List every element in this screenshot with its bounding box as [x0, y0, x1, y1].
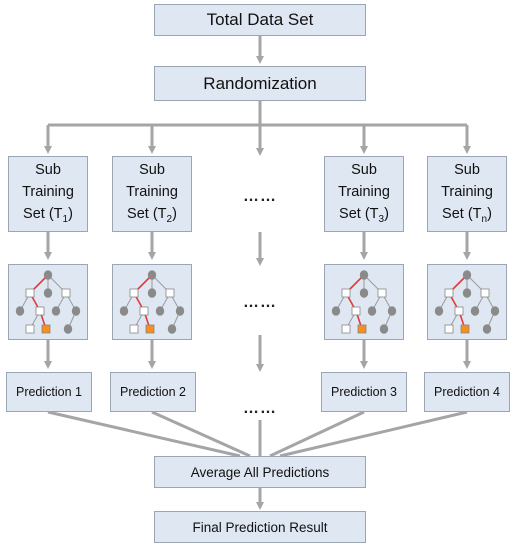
tree-node-split	[129, 324, 139, 334]
tree-node-leaf	[490, 306, 500, 316]
sub-training-set-3: Sub Training Set (T3)	[324, 156, 404, 232]
converge-line-1	[47, 410, 241, 458]
ellipsis-subsets: ……	[243, 188, 277, 205]
tree-node-split	[341, 324, 351, 334]
decision-tree-box-4	[427, 264, 507, 340]
tree-node-leaf	[359, 288, 369, 298]
tree-node-split	[25, 288, 35, 298]
total-data-set-box: Total Data Set	[154, 4, 366, 36]
tree-node-split	[351, 306, 361, 316]
tree-node-leaf	[167, 324, 177, 334]
tree-node-leaf	[367, 306, 377, 316]
decision-tree-icon	[434, 270, 500, 334]
tree-node-split	[454, 306, 464, 316]
tree-node-split	[129, 288, 139, 298]
converge-line-4	[279, 410, 468, 458]
average-predictions-box: Average All Predictions	[154, 456, 366, 488]
ellipsis-trees: ……	[243, 294, 277, 311]
tree-node-split	[61, 288, 71, 298]
prediction-box-3: Prediction 3	[321, 372, 407, 412]
final-prediction-label: Final Prediction Result	[192, 519, 328, 535]
tree-node-split	[139, 306, 149, 316]
final-prediction-box: Final Prediction Result	[154, 511, 366, 543]
tree-node-selected	[41, 324, 51, 334]
tree-node-leaf	[15, 306, 25, 316]
prediction-box-2: Prediction 2	[110, 372, 196, 412]
tree-node-selected	[145, 324, 155, 334]
sub-training-set-4: Sub Training Set (Tn)	[427, 156, 507, 232]
decision-tree-box-1	[8, 264, 88, 340]
tree-node-leaf	[434, 306, 444, 316]
sub-training-set-1: Sub Training Set (T1)	[8, 156, 88, 232]
prediction-box-1: Prediction 1	[6, 372, 92, 412]
prediction-label: Prediction 1	[15, 385, 82, 399]
tree-node-leaf	[147, 288, 157, 298]
tree-node-leaf	[71, 306, 81, 316]
tree-node-leaf	[331, 306, 341, 316]
tree-node-leaf	[51, 306, 61, 316]
ellipsis-predictions: ……	[243, 400, 277, 417]
tree-node-leaf	[470, 306, 480, 316]
tree-node-split	[35, 306, 45, 316]
tree-node-leaf	[359, 270, 369, 280]
tree-node-leaf	[462, 270, 472, 280]
tree-node-leaf	[379, 324, 389, 334]
tree-node-leaf	[155, 306, 165, 316]
prediction-box-4: Prediction 4	[424, 372, 510, 412]
tree-node-leaf	[119, 306, 129, 316]
decision-tree-icon	[119, 270, 185, 334]
tree-node-leaf	[482, 324, 492, 334]
converge-line-2	[151, 410, 251, 458]
tree-node-leaf	[147, 270, 157, 280]
decision-tree-icon	[15, 270, 81, 334]
randomization-box: Randomization	[154, 66, 366, 101]
decision-tree-box-2	[112, 264, 192, 340]
tree-node-leaf	[63, 324, 73, 334]
prediction-label: Prediction 4	[433, 385, 500, 399]
tree-node-split	[377, 288, 387, 298]
tree-node-split	[341, 288, 351, 298]
tree-node-selected	[460, 324, 470, 334]
converge-line-3	[269, 410, 365, 458]
decision-tree-box-3	[324, 264, 404, 340]
prediction-label: Prediction 3	[330, 385, 397, 399]
tree-node-leaf	[462, 288, 472, 298]
tree-node-split	[480, 288, 490, 298]
tree-node-leaf	[175, 306, 185, 316]
tree-node-split	[444, 324, 454, 334]
sub-training-set-2: Sub Training Set (T2)	[112, 156, 192, 232]
randomization-label: Randomization	[203, 73, 317, 93]
total-data-set-label: Total Data Set	[206, 10, 314, 29]
tree-node-selected	[357, 324, 367, 334]
tree-node-split	[165, 288, 175, 298]
tree-node-split	[444, 288, 454, 298]
prediction-label: Prediction 2	[119, 385, 186, 399]
decision-tree-icon	[331, 270, 397, 334]
tree-node-split	[25, 324, 35, 334]
tree-node-leaf	[387, 306, 397, 316]
tree-node-leaf	[43, 270, 53, 280]
average-predictions-label: Average All Predictions	[190, 464, 330, 480]
tree-node-leaf	[43, 288, 53, 298]
